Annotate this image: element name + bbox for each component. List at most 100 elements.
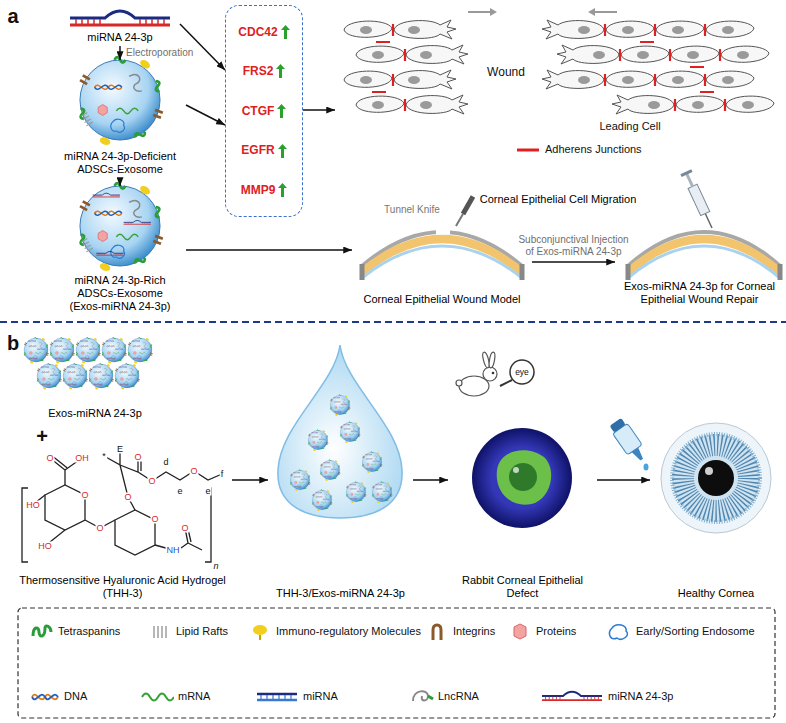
up-arrow-part	[278, 144, 287, 158]
epithelial-cells-part	[656, 71, 704, 87]
atom-label: O	[95, 524, 104, 533]
epithelial-cells-part	[542, 70, 604, 89]
atom-label: O	[123, 493, 132, 502]
up-arrow	[276, 64, 285, 78]
syringe	[680, 169, 717, 230]
legend-swatch	[540, 687, 604, 707]
arrow-connector	[303, 109, 335, 111]
legend-swatch	[508, 622, 532, 642]
gene-row: EGFR	[241, 143, 286, 157]
exosome-cluster-part	[37, 363, 62, 389]
arrow-connector	[232, 479, 268, 481]
legend-swatch	[515, 140, 541, 160]
legend-entry: Lipid Rafts	[150, 622, 228, 642]
plus-sign: +	[36, 426, 48, 446]
caption-text: miRNA 24-3p	[87, 31, 152, 44]
syringe-part	[705, 213, 712, 228]
cell-label: Leading Cell	[599, 121, 660, 132]
hydrogel-drop-part	[278, 345, 402, 518]
mirna-duplex-icon-part	[70, 11, 170, 25]
legend-swatch-part	[257, 694, 297, 700]
arrow-connector	[532, 261, 615, 263]
legend-swatch-part-part	[514, 624, 526, 639]
legend-entry: LncRNA	[410, 687, 479, 707]
exosome-cluster-node: Exos-miRNA 24-3p	[20, 336, 170, 422]
syringe-part	[680, 169, 692, 177]
legend-swatch-part	[253, 625, 267, 640]
atom-label: O	[45, 454, 54, 463]
legend-swatch-part-part	[257, 693, 297, 696]
caption-text: Thermosensitive Hyaluronic Acid Hydrogel…	[16, 574, 229, 600]
hydrogel-drop-part	[346, 482, 367, 504]
hydrogel-node: Thermosensitive Hyaluronic Acid Hydrogel…	[13, 448, 232, 602]
healthy-eye-part	[661, 423, 771, 533]
legend-swatch	[150, 622, 172, 642]
atom-label: O	[80, 491, 89, 500]
legend-entry: DNA	[30, 687, 87, 707]
epithelial-cells-part	[656, 21, 704, 37]
hydrogel-drop-part	[372, 482, 393, 504]
tool-label: Tunnel Knife	[384, 205, 440, 215]
tunnel-knife-part	[461, 195, 475, 215]
hydrogel-drop-part	[290, 470, 311, 492]
legend-swatch	[30, 687, 60, 707]
legend-text: miRNA	[303, 690, 338, 703]
exosome-cluster-part	[89, 363, 114, 389]
connectors	[120, 24, 650, 480]
wound-model-node: Corneal Epithelial Wound Model	[352, 222, 532, 308]
exosome-cluster	[24, 337, 153, 389]
legend-swatch	[255, 687, 299, 707]
caption-text: Healthy Cornea	[678, 587, 754, 600]
up-arrow-part	[276, 64, 285, 78]
up-arrow-part	[278, 183, 287, 197]
legend-swatch-part-part	[517, 149, 539, 152]
caption-text: THH-3/Exos-miRNA 24-3p	[276, 587, 405, 600]
tunnel-knife-part	[456, 214, 463, 226]
rabbit-icon-part	[488, 352, 496, 369]
healthy-eye-part	[698, 460, 734, 496]
exosome-rich-picture-part	[78, 183, 163, 272]
cornea-repair-part	[628, 239, 780, 272]
healthy-eye	[661, 423, 771, 533]
legend-text: DNA	[64, 690, 87, 703]
legend-swatch-part	[514, 624, 526, 639]
defect-eye-part	[472, 428, 572, 528]
legend-swatch-part	[517, 150, 539, 151]
rabbit-icon-part	[456, 380, 462, 386]
exosome-cluster-part	[50, 337, 75, 363]
epithelial-cells-part	[706, 21, 754, 37]
legend-text: miRNA 24-3p	[608, 690, 673, 703]
legend-entry: mRNA	[140, 687, 210, 707]
magnifier	[500, 360, 534, 386]
healthy-eye-part	[672, 434, 760, 522]
legend-swatch-part	[433, 625, 441, 640]
cornea-wound-model-part	[362, 239, 522, 272]
legend-text: Early/Sorting Endosome	[636, 625, 755, 638]
hydrogel-drop-part	[308, 430, 329, 452]
exosome-deficient-picture-part	[78, 57, 163, 146]
atom-label: O	[147, 477, 156, 486]
epithelial-cells-part	[356, 46, 404, 62]
legend-swatch	[410, 687, 434, 707]
tunnel-knife	[454, 195, 475, 227]
atom-label: HO	[25, 501, 41, 510]
legend-swatch-part-part	[542, 692, 602, 700]
atom-label: d	[162, 458, 169, 467]
legend-swatch-part	[413, 691, 433, 701]
atom-label: O	[150, 515, 159, 524]
legend-entry: miRNA	[255, 687, 338, 707]
caption-text: Rabbit Corneal Epithelial Defect	[451, 574, 594, 600]
atom-label: e	[176, 487, 183, 496]
legend-swatch-part-part	[610, 625, 628, 639]
epithelial-cells-part	[394, 70, 456, 89]
gene-row: FRS2	[243, 64, 286, 78]
legend-swatch-part-part	[33, 626, 51, 636]
legend-swatch-part-part	[433, 625, 441, 640]
hydrogel-drop-part	[330, 395, 351, 417]
cornea-wound-model	[362, 232, 522, 280]
hydrogel-drop-part	[320, 460, 341, 482]
legend-swatch-part-part	[413, 691, 428, 701]
up-arrow	[278, 183, 287, 197]
arrow-connector	[186, 105, 225, 125]
rabbit-icon	[456, 352, 497, 396]
